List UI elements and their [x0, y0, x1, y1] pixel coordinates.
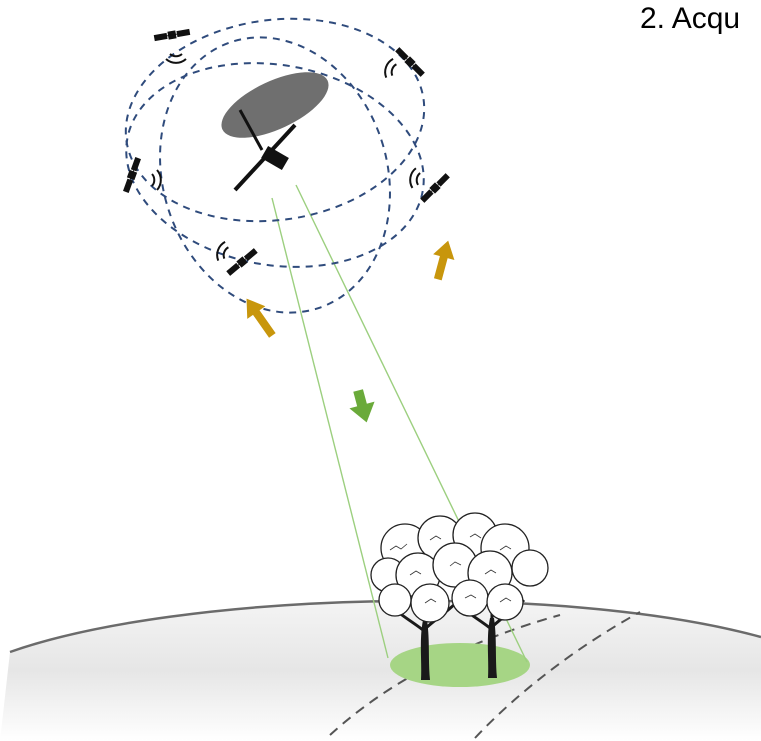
satellite-icon [407, 166, 452, 205]
main-satellite-icon [221, 72, 329, 192]
satellite-icon [213, 239, 259, 278]
ground [0, 599, 761, 741]
orbit-paths [124, 17, 426, 314]
page-title: 2. Acqu [640, 2, 741, 35]
footprint [390, 643, 530, 687]
downlink-arrow-icon [349, 389, 375, 423]
satellite-icon [153, 27, 191, 64]
satellite-icon [381, 45, 427, 81]
uplink-arrow-icon [433, 240, 455, 281]
uplink-arrow-icon [246, 298, 276, 338]
tree-icon [370, 512, 549, 682]
